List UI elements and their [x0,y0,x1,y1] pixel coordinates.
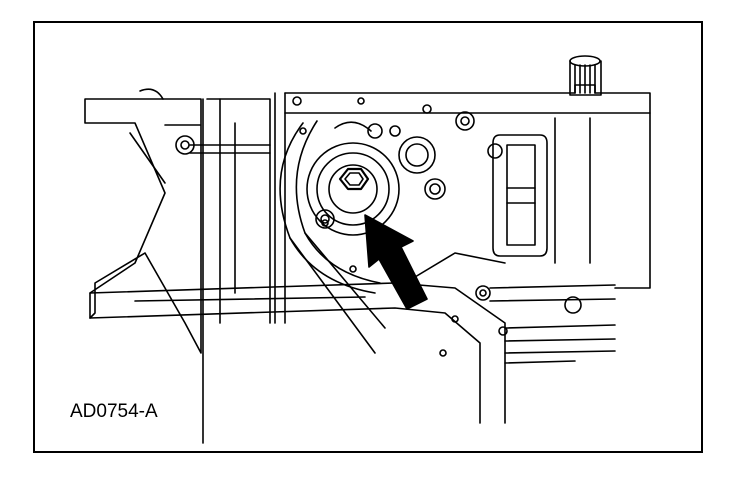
left-mount-bracket [84,88,271,354]
figure-id-label: AD0754-A [70,401,158,422]
arrow-icon [364,214,428,310]
pump-housing [306,121,446,236]
vertical-rails [202,92,276,444]
pump-port [398,136,436,174]
vent-cap [569,55,602,96]
lower-linkage [89,252,616,424]
hex-bolt-icon [338,167,370,191]
transmission-case-drawing [84,55,651,444]
side-window-slot [492,134,548,257]
main-case [284,84,651,324]
illustration-frame: AD0754-A [33,21,703,453]
case-boss [455,111,475,131]
